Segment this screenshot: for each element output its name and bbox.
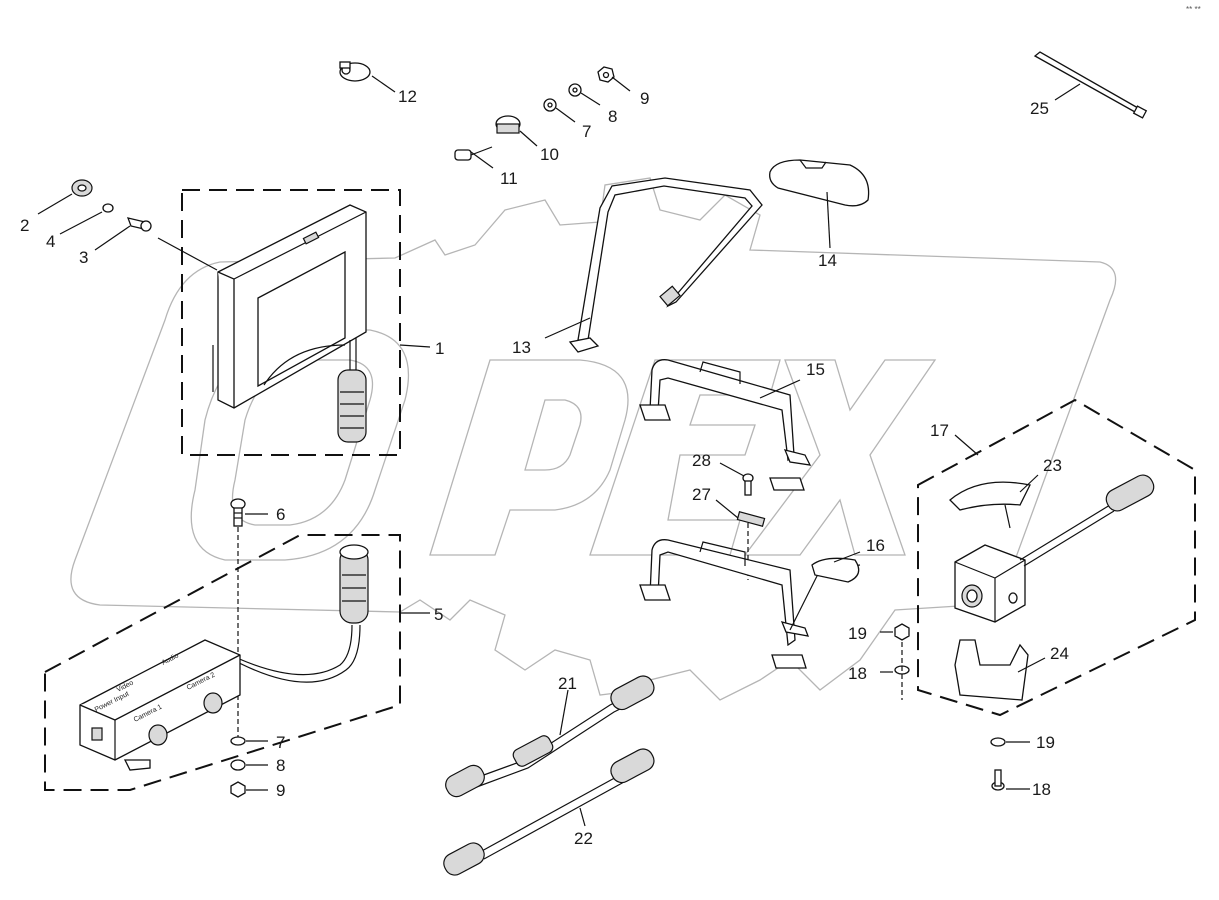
cable-clamp-part [339, 61, 371, 82]
callout-10: 10 [540, 145, 559, 164]
screw-27-28-part [736, 473, 766, 527]
monitor-part [212, 204, 367, 443]
callout-19-right: 19 [1036, 733, 1055, 752]
callout-14: 14 [818, 251, 837, 270]
callout-17: 17 [930, 421, 949, 440]
callout-16: 16 [866, 536, 885, 555]
callout-28: 28 [692, 451, 711, 470]
callout-12: 12 [398, 87, 417, 106]
monitor-mount-hardware [71, 179, 152, 232]
hardware-chain [454, 66, 615, 161]
callout-20: 19 [848, 624, 867, 643]
bracket-16-part [639, 539, 861, 669]
callout-7-top: 7 [582, 122, 591, 141]
callout-7-bottom: 7 [276, 733, 285, 752]
cable-21-part [445, 675, 655, 798]
washer-nut-stack [230, 736, 246, 798]
callout-13: 13 [512, 338, 531, 357]
callout-25: 25 [1030, 99, 1049, 118]
callout-18: 18 [1032, 780, 1051, 799]
callout-labels: 12 9 8 7 10 11 25 2 4 3 14 1 13 15 17 28… [20, 87, 1069, 848]
camera-group-box [917, 398, 1196, 717]
control-box-group-box [44, 534, 401, 791]
callout-5: 5 [434, 605, 443, 624]
bracket-15-part [639, 359, 812, 491]
camera-part [949, 474, 1155, 701]
screw-part [230, 498, 246, 527]
callout-9-bottom: 9 [276, 781, 285, 800]
callout-22: 22 [574, 829, 593, 848]
callout-24: 24 [1050, 644, 1069, 663]
callout-9-top: 9 [640, 89, 649, 108]
monitor-group-box [181, 189, 401, 456]
callout-27: 27 [692, 485, 711, 504]
callout-19-left: 18 [848, 664, 867, 683]
callout-21: 21 [558, 674, 577, 693]
callout-11: 11 [500, 169, 518, 188]
cover-14-part [769, 159, 870, 207]
nut-washer-screw-part [894, 623, 1006, 791]
cable-22-part [443, 748, 655, 876]
cable-tie-part [1033, 51, 1148, 119]
callout-6: 6 [276, 505, 285, 524]
callout-23: 23 [1043, 456, 1062, 475]
bracket-13-part [568, 177, 763, 353]
callout-3: 3 [79, 248, 88, 267]
corner-mark: ** ** [1186, 5, 1201, 14]
callout-8-bottom: 8 [276, 756, 285, 775]
callout-2: 2 [20, 216, 29, 235]
callout-8-top: 8 [608, 107, 617, 126]
callout-4: 4 [46, 232, 55, 251]
callout-1: 1 [435, 339, 444, 358]
callout-15: 15 [806, 360, 825, 379]
control-box-part: Power Input Video Camera 1 Audio Camera … [79, 544, 369, 771]
